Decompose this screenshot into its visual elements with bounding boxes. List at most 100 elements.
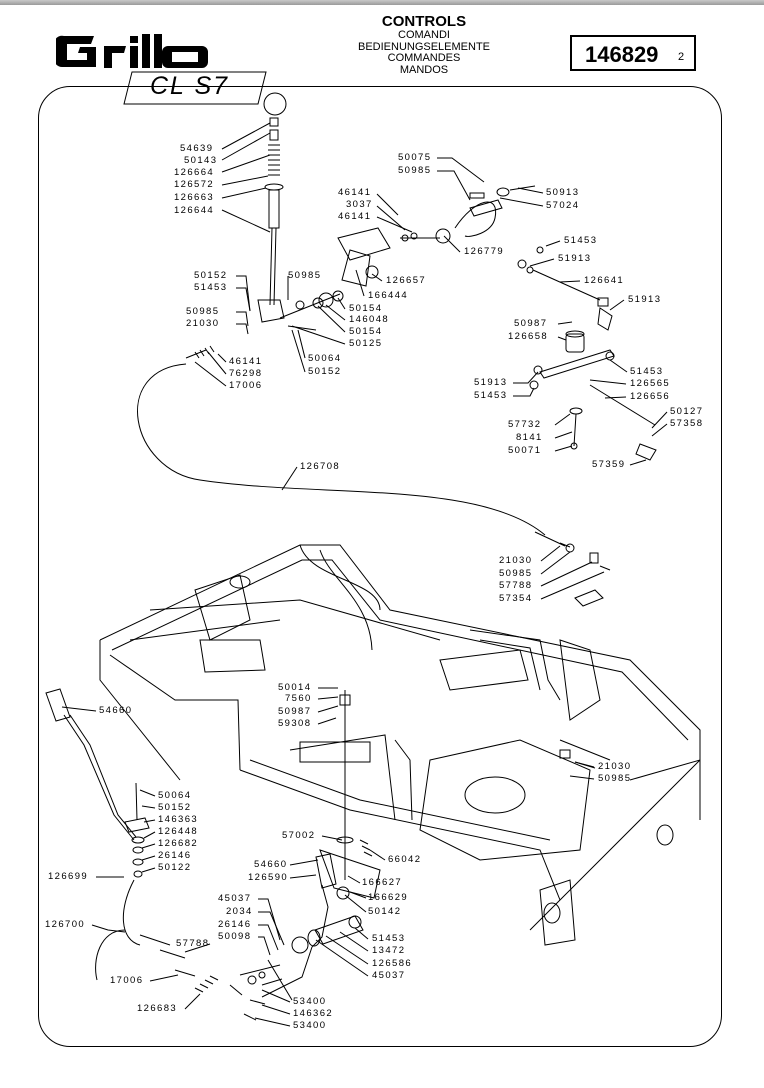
callout-126779: 126779 <box>464 246 505 257</box>
chassis-frame <box>99 544 701 946</box>
callout-50014: 50014 <box>278 682 312 693</box>
callout-57002: 57002 <box>282 830 316 841</box>
callout-8141: 8141 <box>516 432 543 443</box>
callout-57354: 57354 <box>499 593 533 604</box>
callout-57788: 57788 <box>499 580 533 591</box>
callout-3037: 3037 <box>346 199 373 210</box>
callout-51453-c: 51453 <box>630 366 664 377</box>
callout-50985-e: 50985 <box>598 773 632 784</box>
callout-45037: 45037 <box>218 893 252 904</box>
callout-54639: 54639 <box>180 143 214 154</box>
page-number: 2 <box>678 51 685 63</box>
callout-126657: 126657 <box>386 275 427 286</box>
center-lever <box>229 690 381 1021</box>
callout-50985-d: 50985 <box>499 568 533 579</box>
callout-50152-c: 50152 <box>158 802 192 813</box>
callout-50987: 50987 <box>514 318 548 329</box>
callout-126641: 126641 <box>584 275 625 286</box>
callout-51913: 51913 <box>558 253 592 264</box>
callout-2034: 2034 <box>226 906 253 917</box>
callout-50122: 50122 <box>158 862 192 873</box>
callout-50098: 50098 <box>218 931 252 942</box>
callout-146048: 146048 <box>349 314 390 325</box>
callout-126586: 126586 <box>372 958 413 969</box>
callout-51453-b: 51453 <box>564 235 598 246</box>
callout-17006-b: 17006 <box>110 975 144 986</box>
callout-50075: 50075 <box>398 152 432 163</box>
callout-57024: 57024 <box>546 200 580 211</box>
callout-126664: 126664 <box>174 167 215 178</box>
callout-50985: 50985 <box>186 306 220 317</box>
subtitle-es: MANDOS <box>399 63 449 76</box>
callout-21030-b: 21030 <box>499 555 533 566</box>
callout-54660: 54660 <box>99 705 133 716</box>
callout-146363: 146363 <box>158 814 199 825</box>
callout-17006: 17006 <box>229 380 263 391</box>
callout-66042: 66042 <box>388 854 422 865</box>
callout-126683: 126683 <box>137 1003 178 1014</box>
callout-126565: 126565 <box>630 378 671 389</box>
front-lever <box>45 688 150 878</box>
pivot-assembly <box>279 185 536 331</box>
callout-57359: 57359 <box>592 459 626 470</box>
callout-57732: 57732 <box>508 419 542 430</box>
diagram-frame <box>38 86 722 1047</box>
callout-46141-c: 46141 <box>338 211 372 222</box>
gear-lever <box>257 92 287 323</box>
part-number: 146829 <box>585 42 659 67</box>
callout-50154-b: 50154 <box>349 326 383 337</box>
callout-166627: 166627 <box>362 877 403 888</box>
callout-45037-b: 45037 <box>372 970 406 981</box>
callout-54660-b: 54660 <box>254 859 288 870</box>
subtitle-fr: COMMANDES <box>387 52 461 64</box>
callout-50913: 50913 <box>546 187 580 198</box>
callout-57788-b: 57788 <box>176 938 210 949</box>
callout-50985-b: 50985 <box>288 270 322 281</box>
callout-50152-b: 50152 <box>308 366 342 377</box>
callout-126572: 126572 <box>174 179 215 190</box>
callout-166629: 166629 <box>368 892 409 903</box>
callout-50143: 50143 <box>184 155 218 166</box>
callout-26146: 26146 <box>158 850 192 861</box>
callout-51453: 51453 <box>194 282 228 293</box>
callout-57358: 57358 <box>670 418 704 429</box>
callout-126656: 126656 <box>630 391 671 402</box>
callout-53400-b: 53400 <box>293 1020 327 1031</box>
callout-126663: 126663 <box>174 192 215 203</box>
page-title: CONTROLS <box>381 13 467 30</box>
callout-146362: 146362 <box>293 1008 334 1019</box>
callout-50125: 50125 <box>349 338 383 349</box>
callout-126682: 126682 <box>158 838 199 849</box>
cable-126708 <box>137 345 611 607</box>
callout-126644: 126644 <box>174 205 215 216</box>
callout-46141-b: 46141 <box>338 187 372 198</box>
callout-50142: 50142 <box>368 906 402 917</box>
callout-26146-b: 26146 <box>218 919 252 930</box>
callout-13472: 13472 <box>372 945 406 956</box>
callout-50152: 50152 <box>194 270 228 281</box>
callout-50071: 50071 <box>508 445 542 456</box>
callout-50064-b: 50064 <box>158 790 192 801</box>
callout-50127: 50127 <box>670 406 704 417</box>
callout-126658: 126658 <box>508 331 549 342</box>
callout-126699: 126699 <box>48 871 89 882</box>
callout-50987-b: 50987 <box>278 706 312 717</box>
right-linkage <box>517 246 657 461</box>
title-block: CONTROLS COMANDI BEDIENUNGSELEMENTE COMM… <box>324 14 524 76</box>
callout-51913-b: 51913 <box>628 294 662 305</box>
leader-lines <box>61 122 668 1027</box>
callout-126448: 126448 <box>158 826 199 837</box>
callout-126590: 126590 <box>248 872 289 883</box>
subtitle-de: BEDIENUNGSELEMENTE <box>357 40 491 53</box>
callout-7560: 7560 <box>285 693 312 704</box>
callout-50154: 50154 <box>349 303 383 314</box>
callout-50985-c: 50985 <box>398 165 432 176</box>
callout-21030-c: 21030 <box>598 761 632 772</box>
top-border <box>0 0 764 5</box>
callout-46141: 46141 <box>229 356 263 367</box>
callout-166444: 166444 <box>368 290 409 301</box>
callout-50064: 50064 <box>308 353 342 364</box>
callout-51913-c: 51913 <box>474 377 508 388</box>
grillo-logo <box>56 34 208 68</box>
